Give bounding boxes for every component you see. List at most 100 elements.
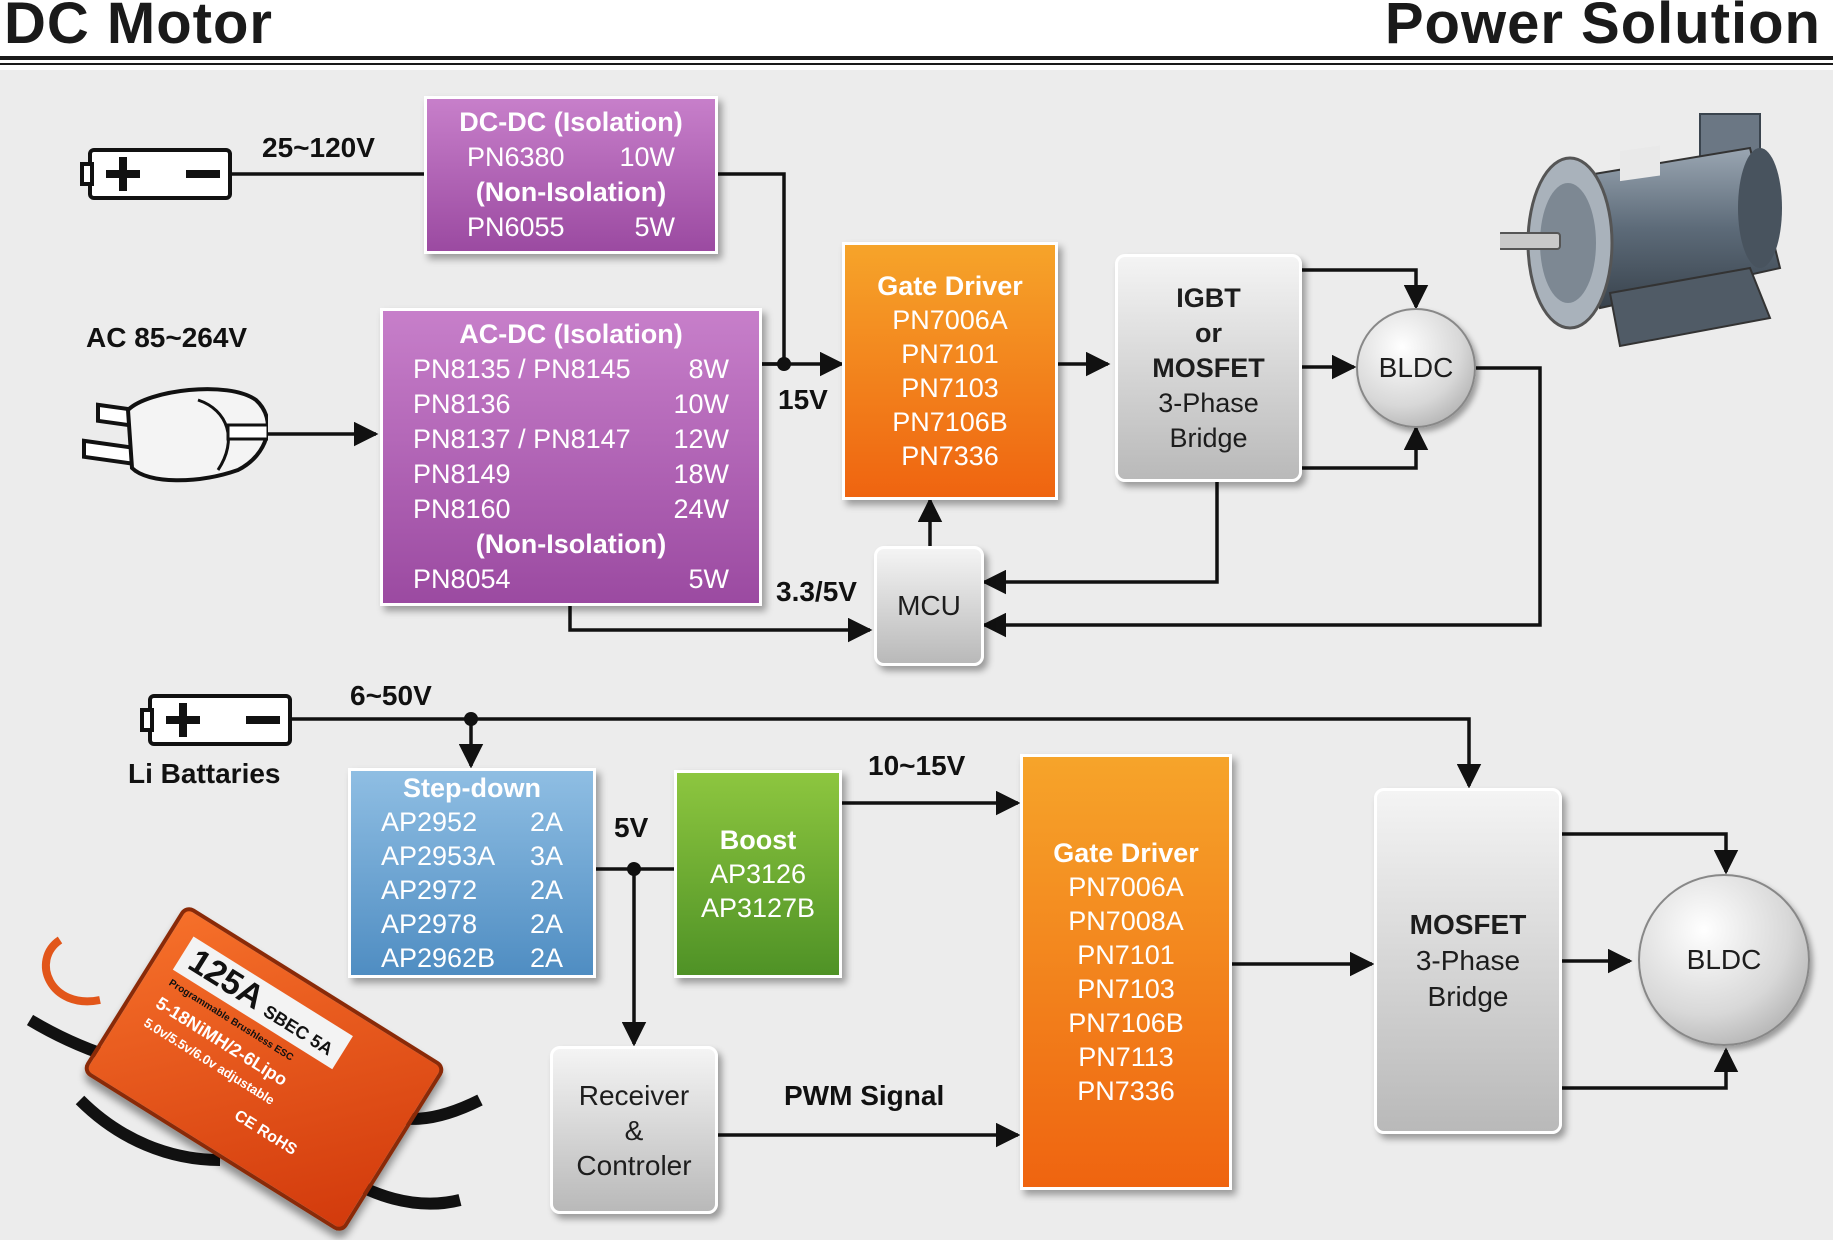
acdc-part-row: PN8137 / PN8147 12W bbox=[413, 422, 729, 457]
wire-bridge-mcu bbox=[981, 482, 1219, 595]
dcdc-part-row: PN6380 10W bbox=[447, 140, 695, 175]
mcu-box: MCU bbox=[874, 546, 984, 666]
stepdown-title: Step-down bbox=[403, 773, 541, 803]
acdc-part: PN8135 / PN8145 bbox=[413, 354, 631, 384]
gate-driver-part: PN7336 bbox=[901, 441, 999, 471]
stepdown-part-row: AP2962B 2A bbox=[381, 941, 563, 975]
mcu-label: MCU bbox=[897, 590, 961, 621]
igbt-mosfet-bridge-box: IGBT or MOSFET 3-Phase Bridge bbox=[1115, 254, 1302, 482]
receiver-line: & bbox=[624, 1114, 644, 1146]
wire-acdc-mcu bbox=[568, 606, 873, 643]
page-title-right: Power Solution bbox=[1384, 0, 1821, 56]
li-battery-label: Li Battaries bbox=[128, 758, 281, 789]
acdc-power: 24W bbox=[673, 494, 729, 524]
dcdc-converter-box: DC-DC (Isolation) PN6380 10W (Non-Isolat… bbox=[424, 96, 718, 254]
bridge-line: MOSFET bbox=[1152, 352, 1265, 383]
ac-plug-icon bbox=[82, 387, 268, 483]
wire-dcdc-15v bbox=[718, 172, 786, 364]
stepdown-part: AP2953A bbox=[381, 841, 496, 871]
gate-driver-part: PN7103 bbox=[901, 373, 999, 403]
mosfet-bridge-box: MOSFET 3-Phase Bridge bbox=[1374, 788, 1562, 1134]
acdc-part: PN8137 / PN8147 bbox=[413, 424, 631, 454]
acdc-non-iso-row: PN8054 5W bbox=[413, 562, 729, 597]
gate-driver-box-top: Gate Driver PN7006A PN7101 PN7103 PN7106… bbox=[842, 242, 1058, 500]
stepdown-current: 2A bbox=[529, 807, 563, 837]
acdc-part-row: PN8149 18W bbox=[413, 457, 729, 492]
gate-driver-part: PN7106B bbox=[892, 407, 1008, 437]
wire-bridge-bldc-bottom bbox=[1302, 425, 1429, 470]
boost-title: Boost bbox=[719, 825, 797, 855]
dcdc-non-iso-row: PN6055 5W bbox=[447, 210, 695, 245]
gate-driver-title: Gate Driver bbox=[877, 271, 1023, 301]
bridge-line: IGBT bbox=[1176, 282, 1241, 313]
dcdc-non-iso-part: PN6055 bbox=[467, 212, 565, 242]
receiver-line: Receiver bbox=[578, 1079, 690, 1111]
bldc-label: BLDC bbox=[1378, 352, 1454, 383]
bridge-line: 3-Phase bbox=[1158, 387, 1259, 418]
junction-5v bbox=[627, 862, 641, 876]
ac-input-label: AC 85~264V bbox=[86, 322, 248, 353]
bridge-line: Bridge bbox=[1427, 981, 1509, 1012]
battery-voltage-label: 25~120V bbox=[262, 132, 375, 163]
stepdown-part: AP2972 bbox=[381, 875, 478, 905]
gate-driver-box-bottom: Gate Driver PN7006A PN7008A PN7101 PN710… bbox=[1020, 754, 1232, 1190]
receiver-controller-box: Receiver & Controler bbox=[550, 1046, 718, 1214]
dcdc-non-iso-power: 5W bbox=[634, 212, 676, 242]
stepdown-current: 2A bbox=[529, 943, 563, 973]
receiver-line: Controler bbox=[576, 1149, 692, 1181]
bridge-line: Bridge bbox=[1169, 422, 1248, 453]
esc-illustration: 125A SBEC 5A Programmable Brushless ESC … bbox=[20, 900, 490, 1235]
battery-icon-bottom bbox=[140, 694, 292, 746]
acdc-power: 10W bbox=[673, 389, 729, 419]
gate-driver-title: Gate Driver bbox=[1053, 838, 1199, 868]
gate-driver-part: PN7008A bbox=[1068, 906, 1184, 936]
acdc-non-iso-part: PN8054 bbox=[413, 564, 511, 594]
rail-mcu-label: 3.3/5V bbox=[776, 576, 857, 607]
acdc-part: PN8149 bbox=[413, 459, 511, 489]
stepdown-part-row: AP2952 2A bbox=[381, 805, 563, 839]
acdc-part-row: PN8160 24W bbox=[413, 492, 729, 527]
page-title-left: DC Motor bbox=[4, 0, 273, 56]
junction-15v bbox=[777, 357, 791, 371]
stepdown-part-row: AP2972 2A bbox=[381, 873, 563, 907]
boost-converter-box: Boost AP3126 AP3127B bbox=[674, 770, 842, 978]
dcdc-title: DC-DC (Isolation) bbox=[459, 107, 683, 137]
wire-bridge-bldc-top bbox=[1302, 268, 1429, 310]
gate-driver-part: PN7103 bbox=[1077, 974, 1175, 1004]
acdc-power: 12W bbox=[673, 424, 729, 454]
stepdown-part: AP2952 bbox=[381, 807, 478, 837]
acdc-non-iso-title: (Non-Isolation) bbox=[475, 529, 667, 559]
battery-voltage-label-bottom: 6~50V bbox=[350, 680, 432, 711]
gate-driver-part: PN7336 bbox=[1077, 1076, 1175, 1106]
acdc-part: PN8136 bbox=[413, 389, 511, 419]
battery-icon-top bbox=[80, 148, 232, 200]
dcdc-power: 10W bbox=[619, 142, 675, 172]
junction-battery bbox=[464, 712, 478, 726]
gate-driver-part: PN7006A bbox=[892, 305, 1008, 335]
bldc-motor-circle-top: BLDC bbox=[1356, 308, 1476, 428]
stepdown-converter-box: Step-down AP2952 2A AP2953A 3A AP2972 2A AP… bbox=[348, 768, 596, 978]
stepdown-current: 2A bbox=[529, 875, 563, 905]
title-rule bbox=[0, 56, 1833, 60]
wire-battery-bridge bbox=[288, 717, 1482, 789]
gate-driver-part: PN7106B bbox=[1068, 1008, 1184, 1038]
acdc-part: PN8160 bbox=[413, 494, 511, 524]
stepdown-current: 3A bbox=[529, 841, 563, 871]
gate-driver-part: PN7113 bbox=[1078, 1042, 1174, 1072]
dcdc-part: PN6380 bbox=[467, 142, 565, 172]
dc-motor-illustration bbox=[1500, 113, 1782, 348]
acdc-non-iso-power: 5W bbox=[688, 564, 730, 594]
gate-driver-part: PN7101 bbox=[1077, 940, 1175, 970]
stepdown-part: AP2962B bbox=[381, 943, 496, 973]
acdc-power: 18W bbox=[673, 459, 729, 489]
boost-part: AP3127B bbox=[700, 893, 816, 923]
stepdown-part-row: AP2953A 3A bbox=[381, 839, 563, 873]
gate-driver-part: PN7101 bbox=[901, 339, 999, 369]
wire-bridge-bldc-2-top bbox=[1562, 832, 1739, 875]
dcdc-non-iso-title: (Non-Isolation) bbox=[475, 177, 667, 207]
bridge-line: MOSFET bbox=[1409, 909, 1527, 940]
